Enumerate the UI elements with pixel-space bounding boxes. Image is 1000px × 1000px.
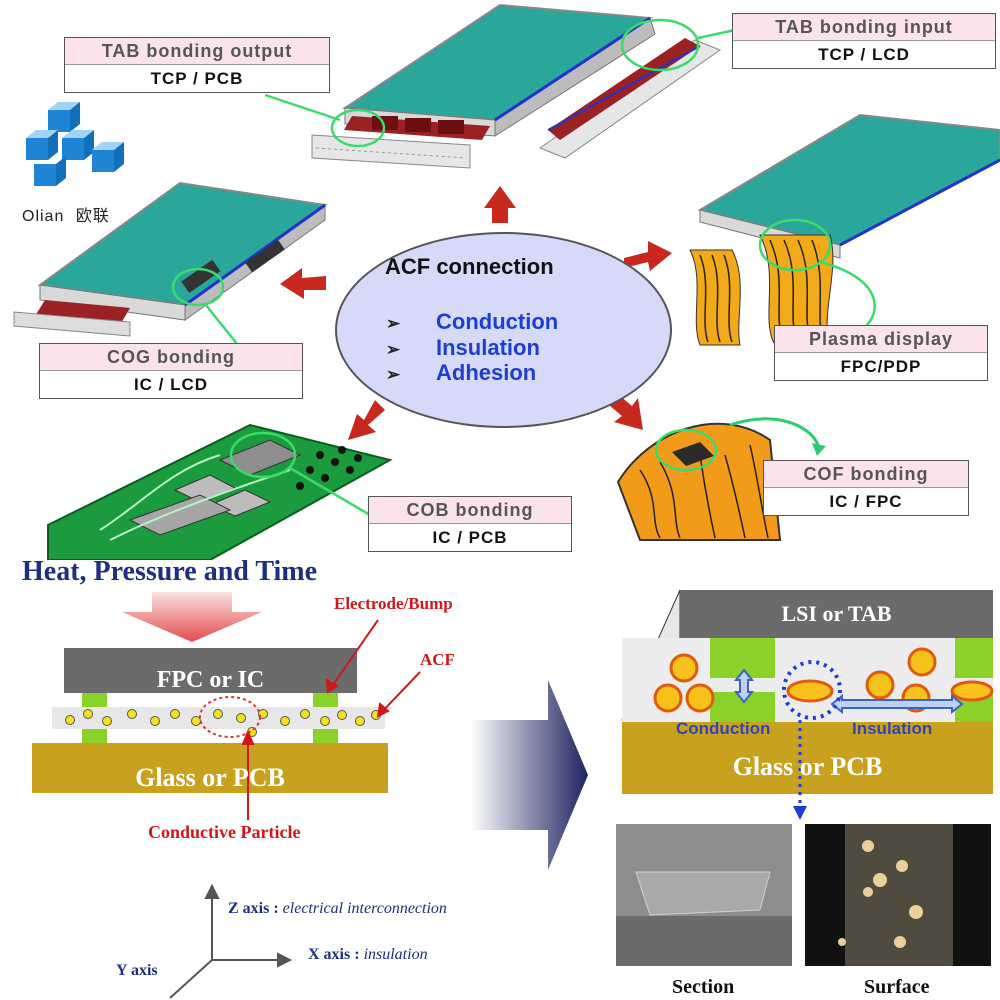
x-axis-label: X axis : [308,946,360,963]
z-axis-text: Z axis : electrical interconnection [228,900,447,918]
acf-label: ACF [420,650,455,669]
axis-diagram [169,883,293,999]
z-axis-desc: electrical interconnection [282,900,447,917]
label-sub: TCP / LCD [818,45,910,64]
detail-diagram [600,580,1000,966]
plasma-label: Plasma display FPC/PDP [774,325,988,381]
logo-text-cn: 欧联 [75,208,110,225]
acf-connection-title: ACF connection [385,254,554,279]
glass-pcb-label: Glass or PCB [135,763,285,792]
label-sub: FPC/PDP [840,357,922,376]
big-arrow-icon [470,680,588,870]
label-title: COB bonding [369,497,571,524]
label-title: TAB bonding output [65,38,329,65]
acf-item-insulation: ➢Insulation [386,335,540,360]
label-sub: IC / PCB [432,528,508,547]
lsi-tab-block [680,590,993,638]
highlight-markers [171,18,876,517]
label-title: TAB bonding input [733,14,995,41]
tab-input-label: TAB bonding input TCP / LCD [732,13,996,69]
glass-pcb-block [32,743,388,793]
label-title: COF bonding [764,461,968,488]
section-caption: Section [672,976,735,998]
acf-connection-ellipse [335,232,672,428]
pressure-arrow-icon [122,592,262,642]
tab-output-label: TAB bonding output TCP / PCB [64,37,330,93]
tab-panel-image [311,3,722,169]
chevron-right-icon: ➢ [386,314,401,333]
conductive-particle-label: Conductive Particle [148,822,301,842]
logo-text: Olian 欧联 [22,202,110,226]
acf-item-adhesion: ➢Adhesion [386,360,537,385]
process-heading: Heat, Pressure and Time [22,556,318,587]
y-axis-label: Y axis [116,962,158,979]
logo-text-en: Olian [22,208,65,225]
applications-illustration [13,3,1000,560]
surface-caption: Surface [864,976,930,998]
chevron-right-icon: ➢ [386,340,401,359]
label-sub: IC / LCD [133,375,209,394]
cog-label: COG bonding IC / LCD [39,343,303,399]
cof-label: COF bonding IC / FPC [763,460,969,516]
cube-icon-bottom [34,156,66,186]
plasma-panel-image [689,113,1000,346]
olian-logo [26,102,124,186]
acf-item-conduction: ➢Conduction [386,309,559,334]
chevron-right-icon: ➢ [386,365,401,384]
lsi-tab-label: LSI or TAB [781,601,892,626]
glass-pcb-detail-label: Glass or PCB [732,752,883,781]
label-sub: IC / FPC [829,492,903,511]
electrode-label: Electrode/Bump [334,594,453,613]
cube-icon-left [26,130,58,160]
cube-icon-top [48,102,80,132]
cog-panel-image [13,181,328,337]
insulation-label: Insulation [852,719,933,738]
cob-board-image [47,423,393,560]
process-diagram [32,592,421,999]
label-sub: TCP / PCB [150,69,244,88]
x-axis-desc: insulation [363,946,428,963]
conduction-label: Conduction [676,719,771,738]
fpc-ic-block [64,648,357,693]
label-title: COG bonding [40,344,302,371]
x-axis-text: X axis : insulation [308,946,428,964]
cof-flex-image [616,417,826,541]
cube-icon-right [92,142,124,172]
cob-label: COB bonding IC / PCB [368,496,572,552]
label-title: Plasma display [775,326,987,353]
cube-icon-mid [62,130,94,160]
fpc-ic-label: FPC or IC [156,667,265,693]
z-axis-label: Z axis : [228,900,279,917]
glass-pcb-block-detail [622,722,993,794]
